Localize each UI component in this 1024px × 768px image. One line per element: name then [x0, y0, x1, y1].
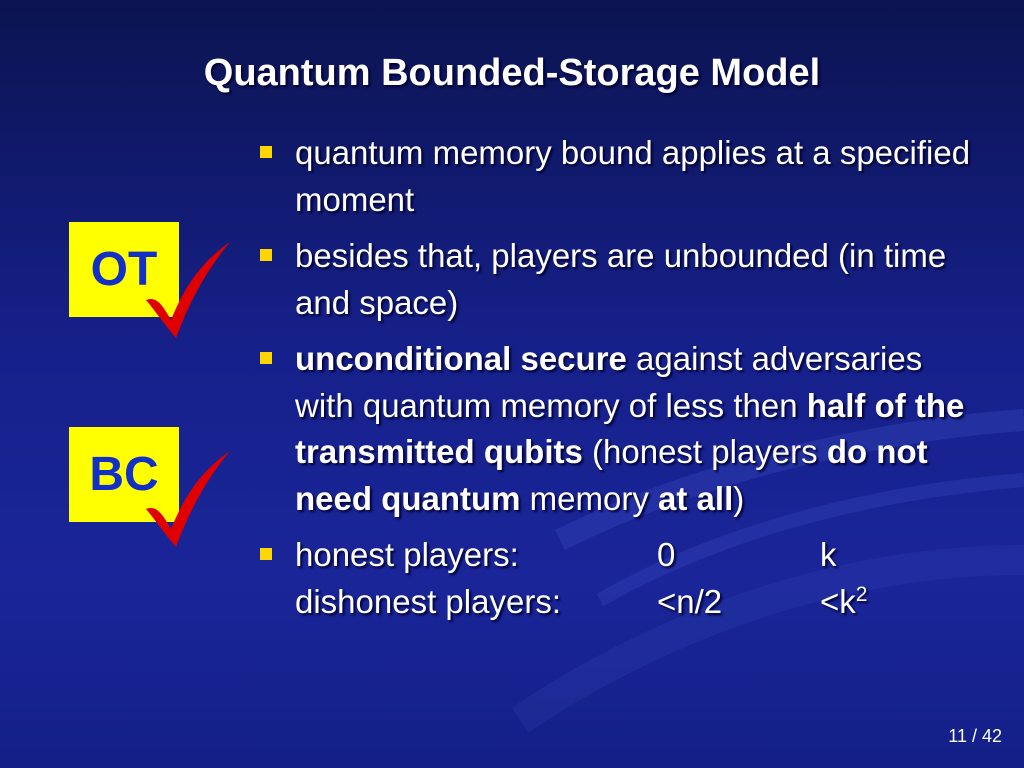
bullet-rich-text: unconditional secure against adversaries… [295, 336, 978, 522]
ot-badge: OT [69, 222, 179, 317]
value-base: k [820, 536, 837, 573]
row-value-k: <k2 [820, 579, 867, 626]
text-segment: against adversaries with quantum memory … [295, 340, 923, 424]
text-segment: at all [658, 479, 734, 517]
dishonest-players-row: dishonest players: <n/2 <k2 [295, 579, 978, 626]
bullet-text: quantum memory bound applies at a specif… [295, 134, 971, 218]
value-base: <k [820, 582, 856, 620]
row-value-k: k [820, 532, 837, 579]
bullet-text: besides that, players are unbounded (in … [295, 237, 947, 321]
bullet-square-icon [260, 548, 272, 560]
text-segment: ) [733, 479, 745, 517]
bullet-square-icon [260, 249, 272, 261]
row-value-memory: <n/2 [657, 582, 723, 620]
text-segment: (honest players [582, 433, 827, 470]
bullet-players-table: honest players: 0 k dishonest players: <… [258, 532, 978, 625]
text-segment: memory [520, 479, 659, 517]
bullet-memory-bound: quantum memory bound applies at a specif… [258, 130, 978, 223]
row-label: honest players: [295, 536, 519, 573]
slide-title: Quantum Bounded-Storage Model [203, 52, 821, 94]
row-value-memory: 0 [657, 536, 676, 573]
honest-players-row: honest players: 0 k [295, 532, 978, 579]
ot-label: OT [90, 243, 158, 296]
bc-label: BC [89, 448, 159, 501]
bullet-square-icon [260, 352, 272, 364]
row-label: dishonest players: [295, 582, 561, 620]
text-segment: half of the transmitted qubits [295, 386, 965, 471]
text-segment: do not need quantum [295, 433, 928, 517]
value-exponent: 2 [855, 582, 868, 606]
bullet-unconditional-secure: unconditional secure against adversaries… [258, 336, 978, 522]
bullet-unbounded: besides that, players are unbounded (in … [258, 233, 978, 326]
bc-badge: BC [69, 427, 179, 522]
bc-checkmark-icon [146, 451, 230, 547]
text-segment: unconditional secure [295, 340, 627, 377]
ot-checkmark-icon [146, 242, 230, 338]
bullet-list: quantum memory bound applies at a specif… [258, 130, 978, 635]
page-number: 11 / 42 [948, 726, 1002, 746]
bullet-square-icon [260, 146, 272, 158]
